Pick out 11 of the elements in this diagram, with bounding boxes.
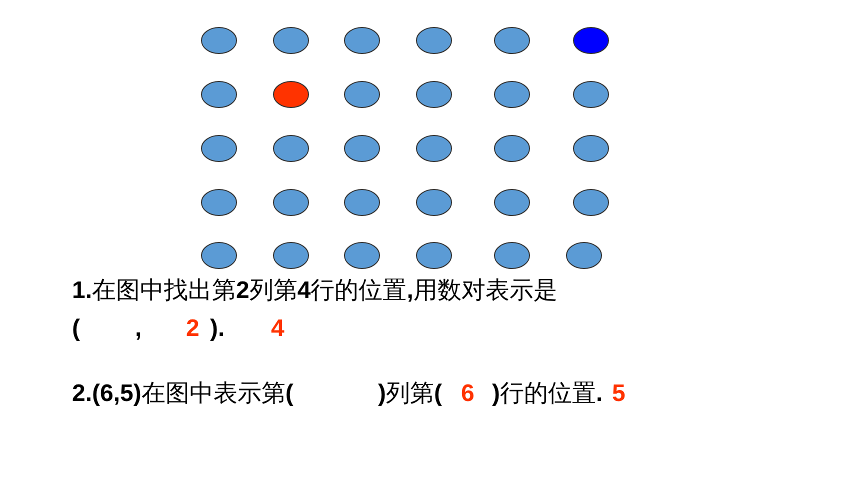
comma: , (135, 314, 142, 344)
bracket: ( (72, 314, 80, 344)
answer-number: 6 (461, 379, 474, 409)
question-text: )列第( (378, 379, 442, 409)
answer-number: 5 (612, 379, 626, 409)
answer-number: 4 (271, 314, 284, 344)
question-text: 1.在图中找出第2列第4行的位置,用数对表示是 (72, 276, 558, 306)
answer-number: 2 (186, 314, 200, 344)
bracket: ). (210, 314, 225, 344)
question-text: 2.(6,5)在图中表示第( (72, 379, 294, 409)
question-text: )行的位置. (492, 379, 603, 409)
